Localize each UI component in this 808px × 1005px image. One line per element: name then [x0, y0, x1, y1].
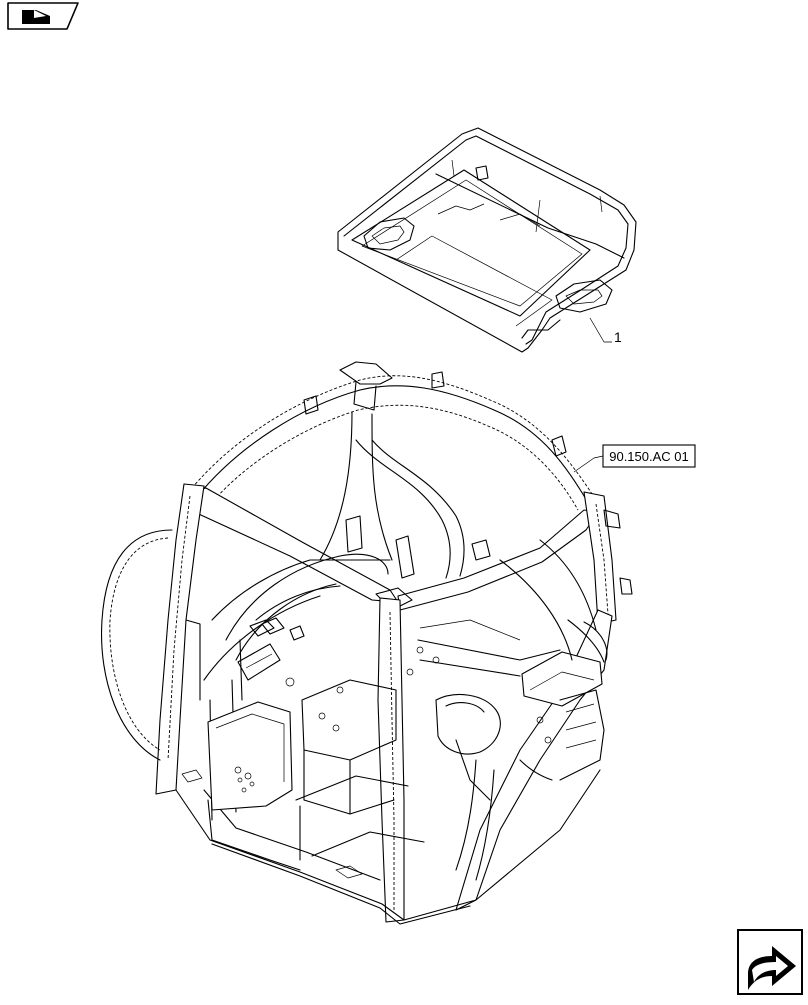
- book-page-icon[interactable]: [7, 2, 79, 30]
- seat-tray-part: [337, 127, 637, 353]
- callout-1: 1: [589, 317, 622, 345]
- reference-label: 90.150.AC 01: [609, 449, 689, 464]
- cab-frame-assembly: [100, 361, 633, 925]
- callout-1-label: 1: [614, 329, 622, 345]
- reference-callout[interactable]: 90.150.AC 01: [573, 444, 696, 473]
- next-page-arrow-icon[interactable]: [737, 929, 803, 995]
